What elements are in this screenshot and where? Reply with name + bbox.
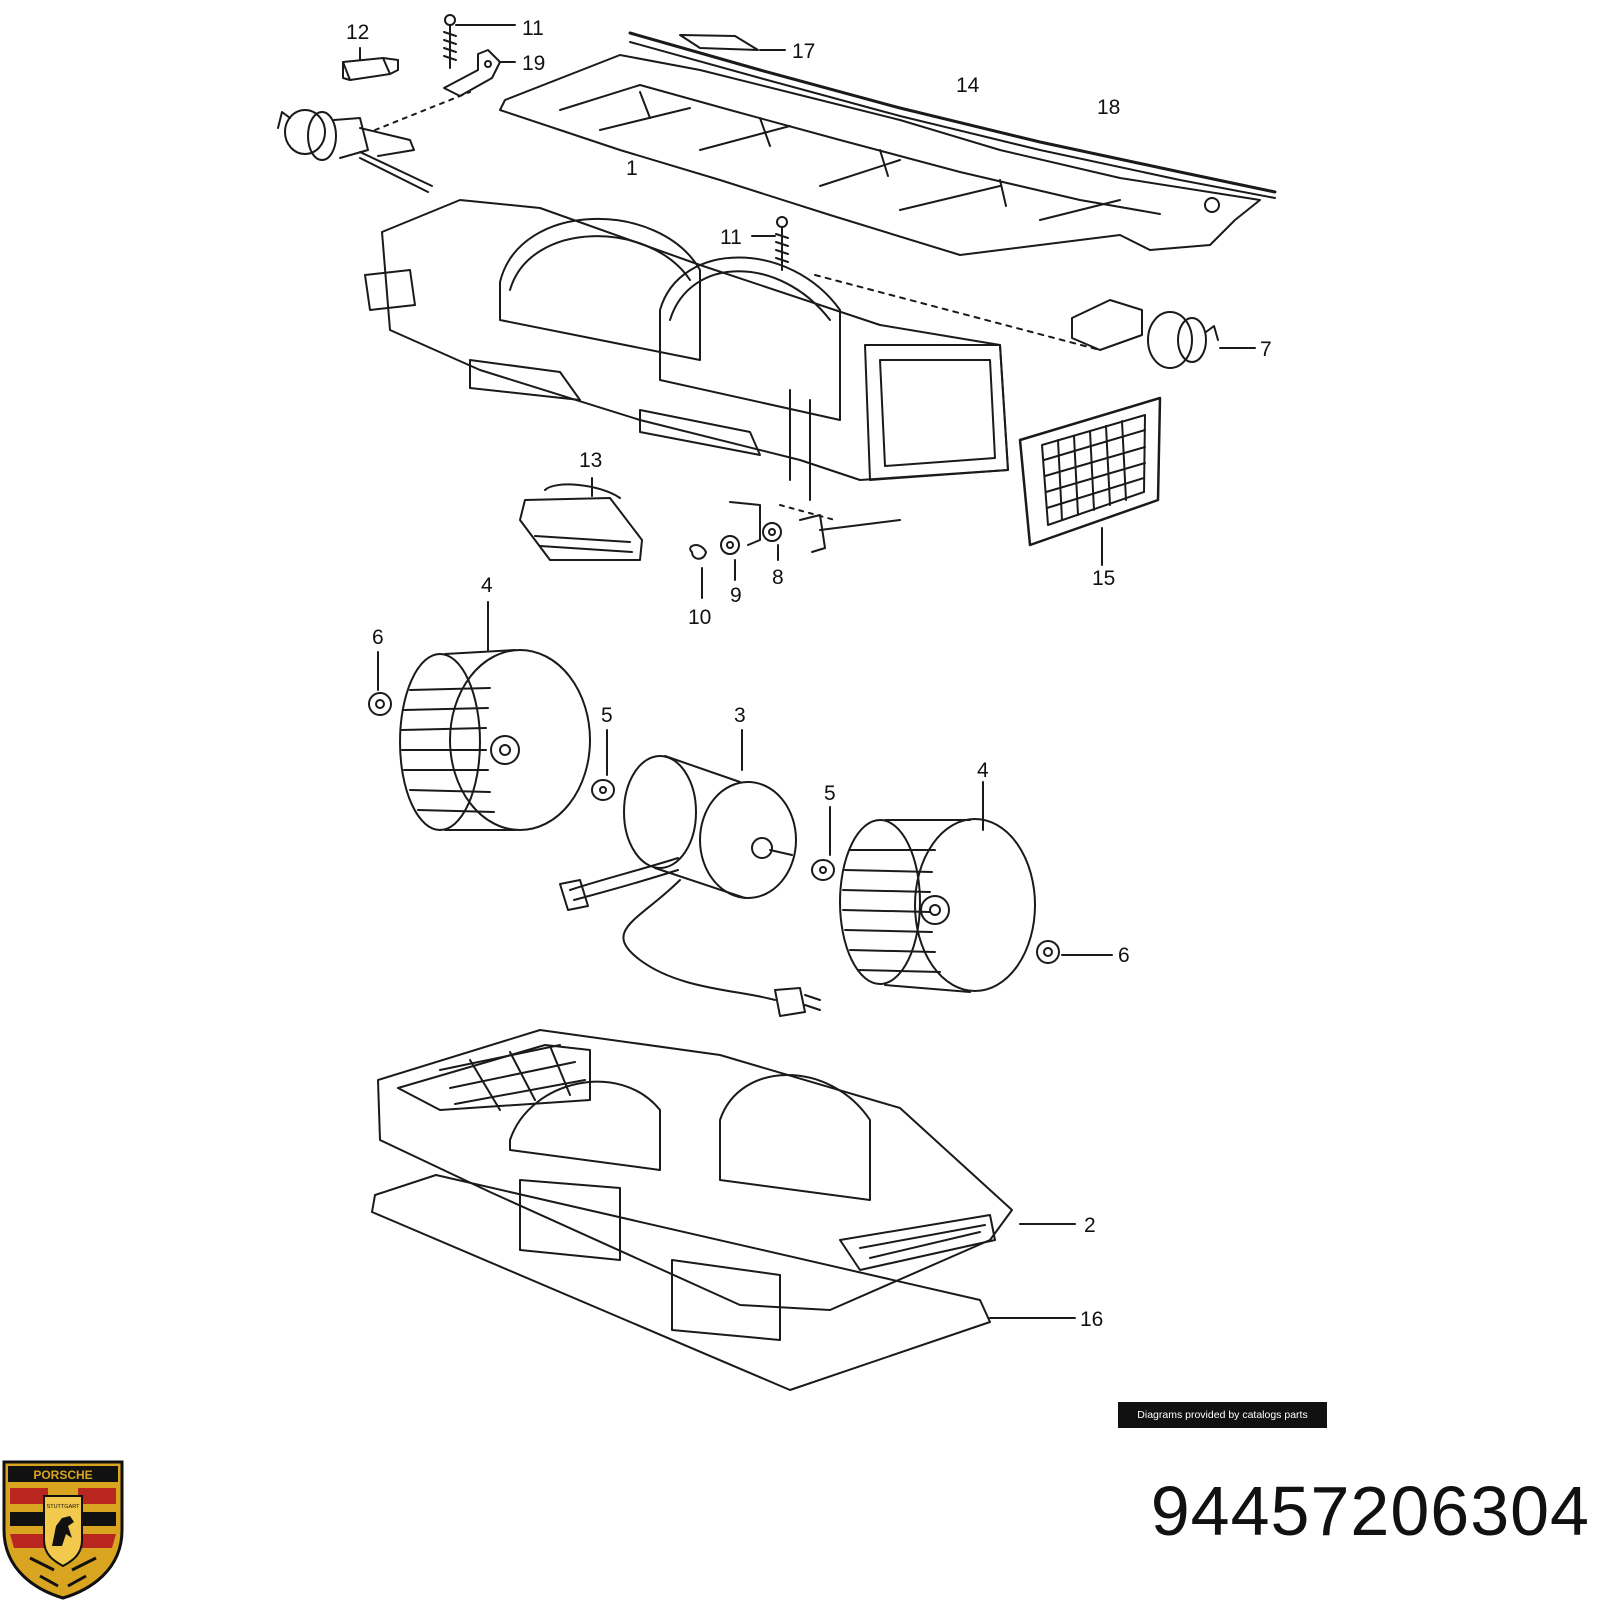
part-16-gasket — [371, 1174, 1076, 1391]
part-13-resistor — [519, 477, 643, 561]
part-4-blower-wheel-left — [399, 601, 591, 831]
callout-17: 17 — [792, 40, 815, 63]
callout-6-left: 6 — [372, 626, 384, 649]
part-14-cowl-panel — [499, 54, 1261, 256]
callout-3: 3 — [734, 704, 746, 727]
callout-13: 13 — [579, 449, 602, 472]
vacuum-actuator-left — [277, 91, 471, 193]
callout-18: 18 — [1097, 96, 1120, 119]
callout-16: 16 — [1080, 1308, 1103, 1331]
part-18-strip — [628, 31, 1277, 199]
callout-11-top: 11 — [522, 17, 544, 40]
callout-14: 14 — [956, 74, 980, 97]
callout-5-left: 5 — [601, 704, 613, 727]
small-hardware-8-9-10 — [689, 501, 901, 599]
callout-9: 9 — [730, 584, 742, 607]
part-12-switch — [342, 47, 399, 81]
part-19-bracket — [443, 49, 516, 97]
callout-7: 7 — [1260, 338, 1272, 361]
part-15-filter-grille — [1018, 396, 1162, 566]
part-7-vacuum-actuator-right — [1071, 299, 1256, 369]
part-17-trim — [679, 34, 786, 51]
part-11-screw-top — [443, 14, 516, 69]
diagram-credit-badge: Diagrams provided by catalogs parts — [1118, 1402, 1327, 1428]
part-11-screw-middle — [751, 216, 1101, 351]
part-6-nut-left — [368, 651, 392, 716]
part-1-blower-housing-upper — [364, 199, 1009, 501]
logo-city: STUTTGART — [47, 1504, 81, 1510]
callout-5-right: 5 — [824, 782, 836, 805]
callout-6-right: 6 — [1118, 944, 1130, 967]
callout-12: 12 — [346, 21, 369, 44]
callout-4-right: 4 — [977, 759, 989, 782]
logo-wordmark: PORSCHE — [33, 1468, 92, 1482]
part-3-blower-motor — [559, 729, 821, 1017]
callout-15: 15 — [1092, 567, 1115, 590]
callout-19: 19 — [522, 52, 545, 75]
callout-labels: 12 11 19 17 14 18 1 11 7 13 15 8 9 10 4 … — [346, 17, 1272, 1331]
callout-1: 1 — [626, 157, 638, 180]
callout-10: 10 — [688, 606, 711, 629]
part-5-washers — [591, 729, 835, 881]
part-2-lower-housing — [377, 1029, 1076, 1341]
part-number: 94457206304 — [1150, 1472, 1590, 1550]
callout-11-middle: 11 — [720, 226, 742, 249]
porsche-crest-logo: PORSCHE STUTTGART — [0, 1460, 126, 1600]
part-4-blower-wheel-right — [839, 781, 1036, 993]
part-6-nut-right — [1036, 940, 1113, 964]
callout-4-left: 4 — [481, 574, 493, 597]
callout-8: 8 — [772, 566, 784, 589]
callout-2: 2 — [1084, 1214, 1096, 1237]
